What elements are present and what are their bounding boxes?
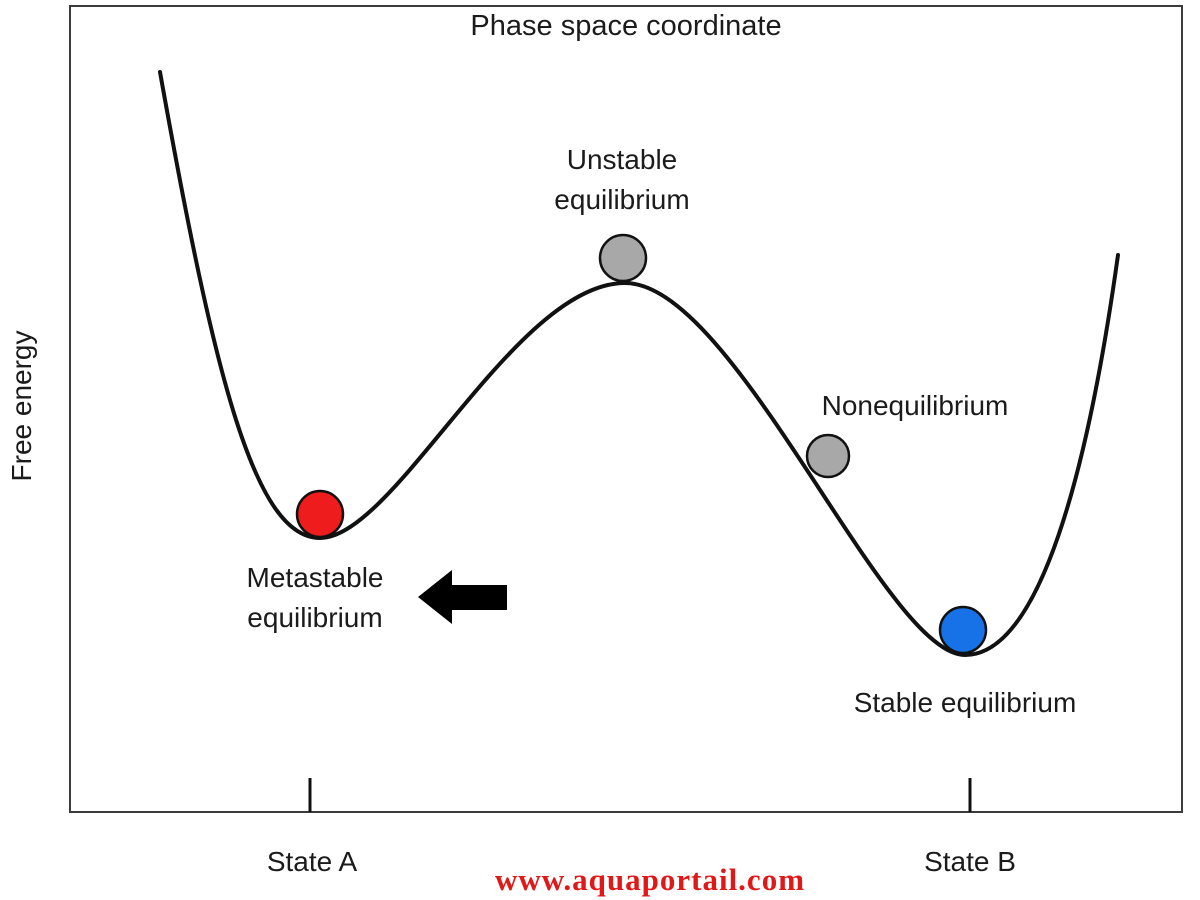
stable-ball: [938, 605, 988, 655]
stable-equilibrium-label: Stable equilibrium: [853, 687, 1077, 718]
plot-border: [69, 5, 1183, 813]
unstable-equilibrium-label: Unstable equilibrium: [554, 144, 690, 215]
nonequilibrium-label: Nonequilibrium: [821, 390, 1009, 421]
y-axis-label: Free energy: [6, 330, 37, 482]
nonequilibrium-ball: [805, 433, 851, 479]
watermark: www.aquaportail.com: [495, 862, 805, 897]
left-arrow-icon: [418, 570, 507, 624]
metastable-ball: [295, 489, 345, 539]
unstable-ball: [598, 233, 648, 283]
diagram-title: Phase space coordinate: [470, 10, 782, 42]
state-a-label: State A: [266, 846, 358, 877]
free-energy-curve: [158, 70, 1120, 658]
metastable-equilibrium-label: Metastable equilibrium: [246, 562, 384, 633]
state-b-label: State B: [924, 846, 1016, 877]
